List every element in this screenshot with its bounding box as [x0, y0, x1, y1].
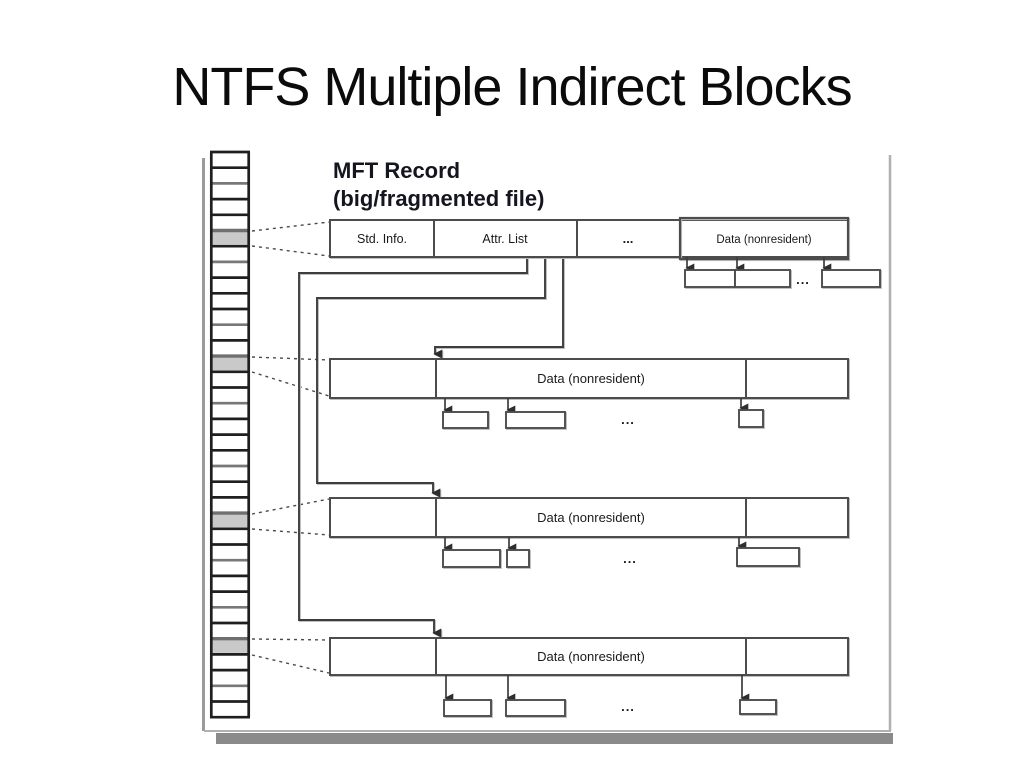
data-record-3-data-run-box	[443, 699, 492, 717]
data-record-2-runs-ellipsis: ...	[623, 551, 637, 566]
mft-record-caption-line1: MFT Record	[333, 158, 460, 183]
connector-to-data-record-1	[433, 257, 564, 359]
mft-record-box	[329, 219, 849, 258]
mft-record-data-run-box	[734, 269, 791, 288]
record-data-record-2: Data (nonresident)...	[329, 497, 849, 568]
mft-record-dashed-link	[251, 245, 330, 257]
record-data-record-1: Data (nonresident)...	[329, 358, 849, 429]
data-record-2-data-run-box	[442, 549, 501, 568]
mft-record-dashed-link	[251, 498, 330, 515]
connector-to-data-record-2	[316, 257, 546, 498]
data-record-1-data-run-box	[442, 411, 489, 429]
mft-record-runs-ellipsis: ...	[796, 272, 810, 287]
mft-cell-highlighted	[211, 640, 249, 653]
connector-to-data-record-3	[298, 257, 528, 638]
data-record-3-data-run-box	[505, 699, 566, 717]
data-record-2-data-run-box	[506, 549, 530, 568]
data-record-1-data-run-box	[738, 409, 764, 428]
mft-record-data-run-box	[684, 269, 736, 288]
data-record-3-data-run-box	[739, 699, 777, 715]
mft-record-data-run-box	[821, 269, 881, 288]
data-record-3-cell-label: Data (nonresident)	[537, 649, 645, 664]
record-mft-record: Std. Info. Attr. List... Data (nonresident…	[329, 216, 881, 288]
page-drop-shadow	[216, 733, 893, 744]
mft-record-dashed-link	[251, 638, 330, 641]
mft-cell-highlighted	[211, 232, 249, 245]
mft-record-dashed-link	[251, 221, 330, 232]
mft-record-cell-label: Attr. List	[482, 232, 528, 246]
data-record-2-cell-label: Data (nonresident)	[537, 510, 645, 525]
mft-record-cell-label: Data (nonresident)	[716, 234, 811, 246]
mft-record-cell-label: ...	[623, 231, 634, 246]
data-record-2-data-run-box	[736, 547, 800, 567]
mft-table-strip	[209, 150, 251, 719]
data-record-1-box	[329, 358, 849, 399]
data-record-2-box	[329, 497, 849, 538]
data-record-3-box	[329, 637, 849, 676]
slide-title: NTFS Multiple Indirect Blocks	[172, 57, 852, 117]
mft-cell-highlighted	[211, 514, 249, 528]
data-record-3-runs-ellipsis: ...	[621, 699, 635, 714]
mft-record-caption-line2: (big/fragmented file)	[333, 186, 544, 211]
data-record-1-cell-label: Data (nonresident)	[537, 371, 645, 386]
mft-record-dashed-link	[251, 654, 330, 674]
mft-cell-highlighted	[211, 357, 249, 371]
mft-record-cell-label: Std. Info.	[357, 232, 407, 246]
data-record-1-runs-ellipsis: ...	[621, 412, 635, 427]
mft-record-dashed-link	[251, 528, 330, 536]
data-record-1-data-run-box	[505, 411, 566, 429]
diagram-root: Std. Info.Attr. List...Data (nonresident…	[202, 150, 893, 744]
record-data-record-3: Data (nonresident)...	[329, 637, 849, 717]
